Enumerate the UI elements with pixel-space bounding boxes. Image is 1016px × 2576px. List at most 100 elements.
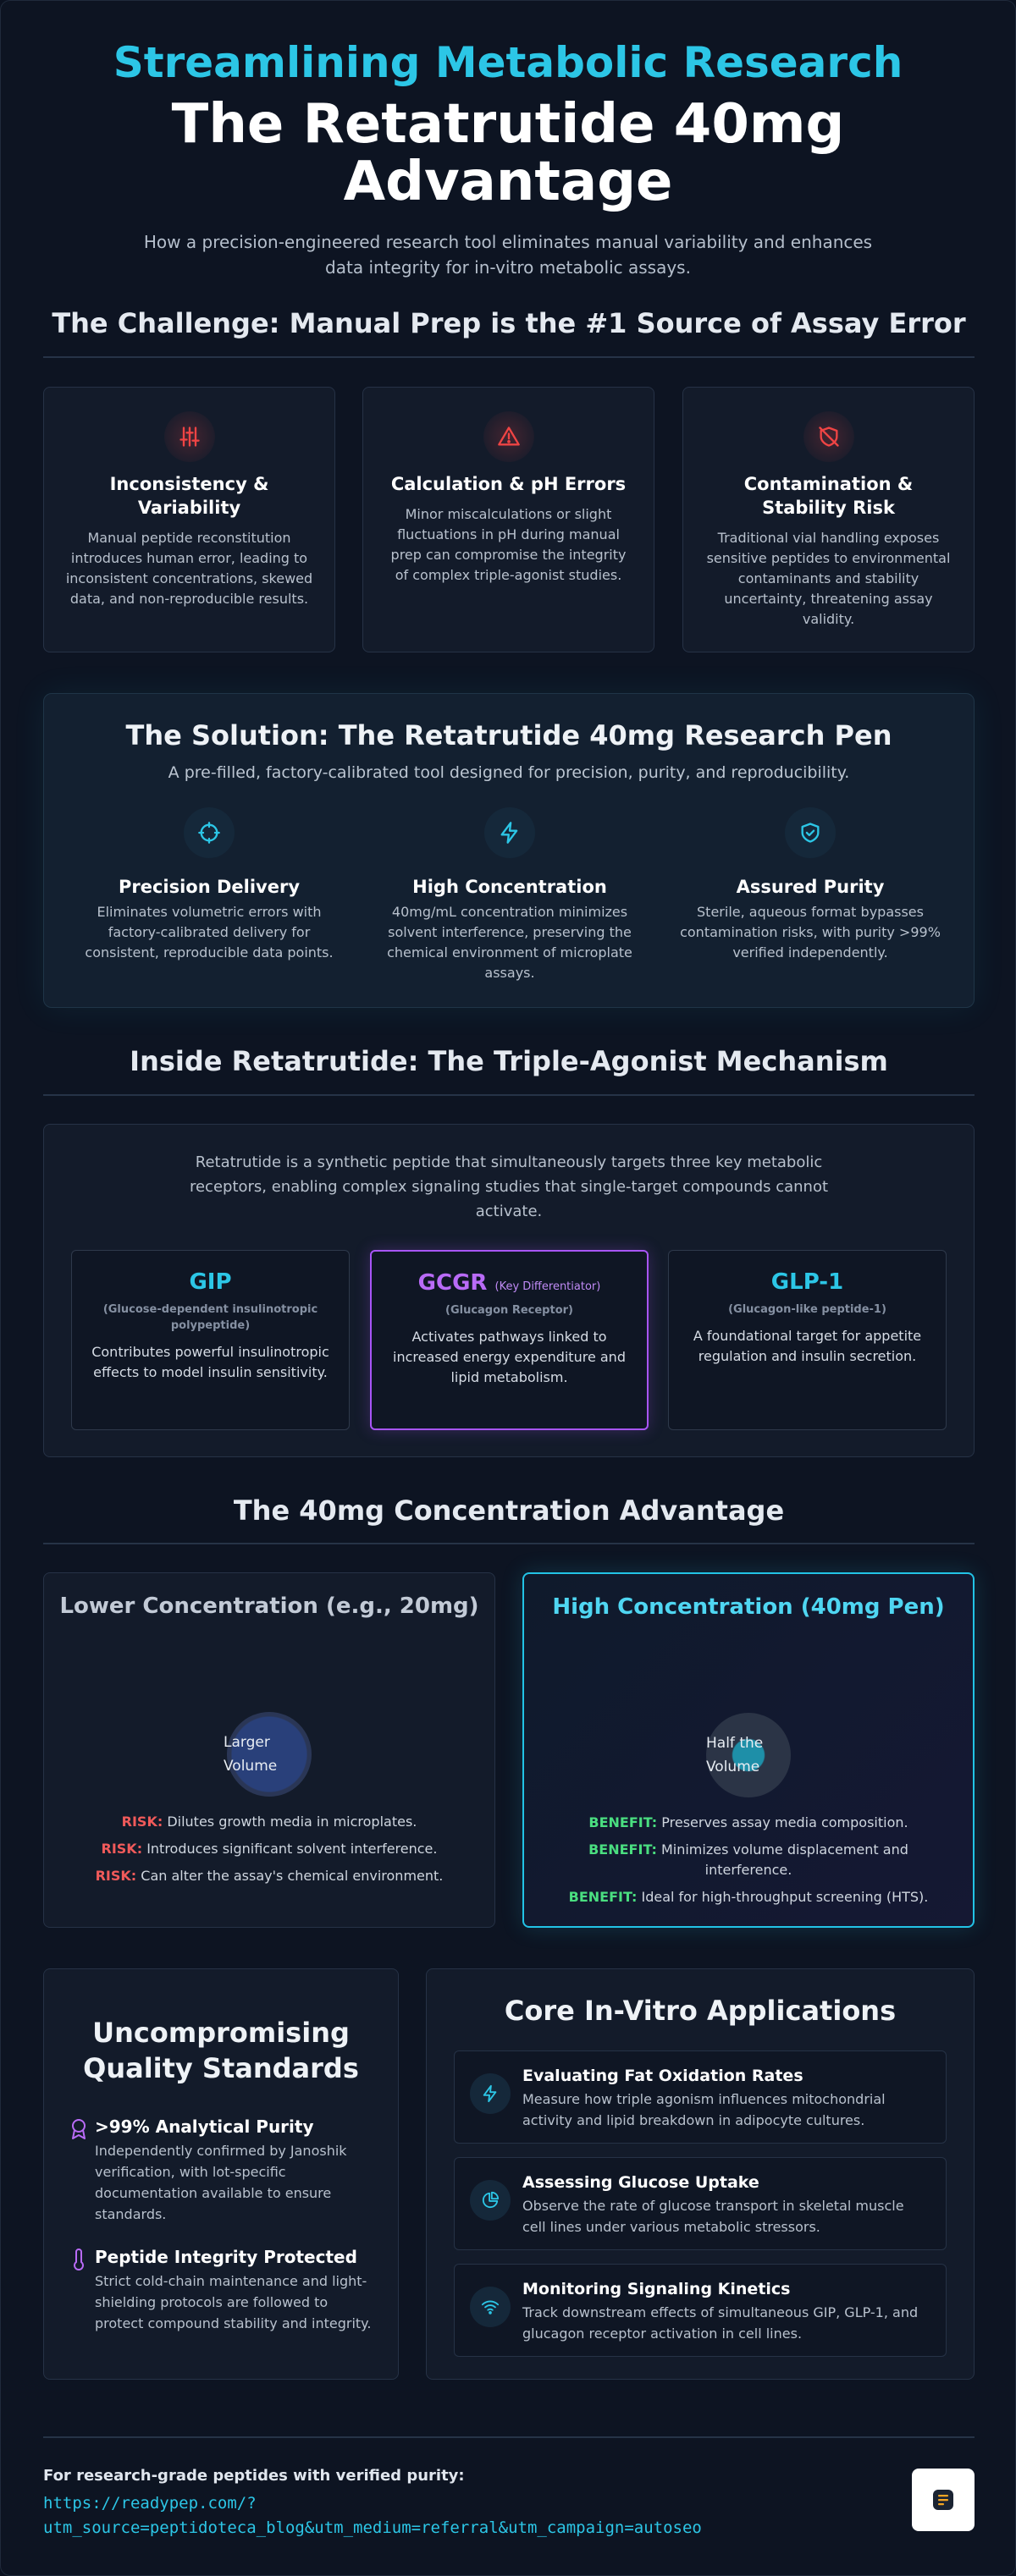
hero-subtitle: How a precision-engineered research tool… — [143, 232, 873, 278]
challenge-card-title: Calculation & pH Errors — [390, 474, 627, 494]
benefit-item: BENEFIT: Ideal for high-throughput scree… — [558, 1887, 939, 1907]
receptor-card-gcgr: GCGR (Key Differentiator) (Glucagon Rece… — [370, 1250, 649, 1430]
risk-text: Can alter the assay's chemical environme… — [141, 1868, 444, 1884]
benefit-item: BENEFIT: Minimizes volume displacement a… — [558, 1840, 939, 1880]
benefit-text: Minimizes volume displacement and interf… — [660, 1841, 908, 1878]
quality-item-text: Peptide Integrity Protected Strict cold-… — [95, 2247, 373, 2334]
application-title: Assessing Glucose Uptake — [522, 2173, 759, 2192]
receptor-card-glp1: GLP-1 (Glucagon-like peptide-1) A founda… — [668, 1250, 947, 1430]
solution-subtitle: A pre-filled, factory-calibrated tool de… — [168, 763, 850, 782]
solution-feature-precision: Precision Delivery Eliminates volumetric… — [69, 807, 349, 963]
receptor-subtitle: (Glucagon Receptor) — [445, 1304, 573, 1317]
half-volume-bubble: Half the Volume — [706, 1713, 791, 1797]
risk-text: Introduces significant solvent interfere… — [146, 1841, 438, 1857]
hero: Streamlining Metabolic Research The Reta… — [1, 1, 1015, 280]
mechanism-heading: Inside Retatrutide: The Triple-Agonist M… — [130, 1045, 888, 1077]
receptor-name-text: GIP — [189, 1269, 232, 1295]
challenge-card-title: Contamination & Stability Risk — [743, 474, 914, 518]
lightning-icon — [470, 2073, 511, 2114]
applications-panel: Core In-Vitro Applications Evaluating Fa… — [426, 1968, 975, 2380]
application-title: Evaluating Fat Oxidation Rates — [522, 2067, 803, 2085]
receptor-subtitle: (Glucose-dependent insulinotropic polype… — [102, 1303, 318, 1332]
benefit-text: Preserves assay media composition. — [661, 1814, 908, 1830]
thermometer-icon — [69, 2247, 95, 2334]
pie-chart-icon — [470, 2180, 511, 2221]
receptor-card-gip: GIP (Glucose-dependent insulinotropic po… — [71, 1250, 350, 1430]
quality-item-body: Independently confirmed by Janoshik veri… — [95, 2143, 347, 2222]
benefit-tag: BENEFIT: — [588, 1841, 657, 1858]
document-logo-icon[interactable] — [912, 2469, 975, 2531]
hero-title: The Retatrutide 40mg Advantage — [171, 93, 845, 213]
solution-feature-body: 40mg/mL concentration minimizes solvent … — [387, 904, 632, 981]
high-concentration-card: High Concentration (40mg Pen) Half the V… — [522, 1572, 975, 1928]
high-concentration-title: High Concentration (40mg Pen) — [552, 1594, 945, 1620]
sliders-icon — [163, 411, 215, 462]
application-item-signaling-kinetics: Monitoring Signaling Kinetics Track down… — [454, 2264, 947, 2357]
bubble-label: Larger Volume — [224, 1734, 278, 1775]
benefit-text: Ideal for high-throughput screening (HTS… — [641, 1889, 929, 1905]
challenge-heading: The Challenge: Manual Prep is the #1 Sou… — [52, 307, 966, 339]
quality-item-integrity: Peptide Integrity Protected Strict cold-… — [69, 2247, 373, 2334]
warning-triangle-icon — [483, 411, 534, 462]
risk-list: RISK: Dilutes growth media in microplate… — [44, 1812, 494, 1886]
solution-feature-body: Eliminates volumetric errors with factor… — [85, 904, 334, 960]
solution-feature-concentration: High Concentration 40mg/mL concentration… — [370, 807, 649, 983]
quality-item-purity: >99% Analytical Purity Independently con… — [69, 2116, 373, 2225]
solution-feature-title: Precision Delivery — [118, 877, 301, 897]
application-item-glucose-uptake: Assessing Glucose Uptake Observe the rat… — [454, 2157, 947, 2250]
receptor-body: Contributes powerful insulinotropic effe… — [91, 1344, 329, 1380]
footer-label: For research-grade peptides with verifie… — [43, 2467, 465, 2485]
footer: For research-grade peptides with verifie… — [43, 2436, 975, 2540]
risk-tag: RISK: — [101, 1841, 143, 1857]
challenge-card-calculation: Calculation & pH Errors Minor miscalcula… — [362, 387, 654, 652]
concentration-divider — [43, 1543, 975, 1544]
challenge-card-body: Traditional vial handling exposes sensit… — [706, 530, 951, 627]
challenge-divider — [43, 356, 975, 358]
applications-title: Core In-Vitro Applications — [504, 1995, 897, 2027]
benefit-tag: BENEFIT: — [568, 1889, 638, 1905]
bubble-label: Half the Volume — [706, 1735, 764, 1775]
key-differentiator-badge: (Key Differentiator) — [494, 1280, 601, 1293]
lightning-icon — [484, 807, 535, 858]
risk-item: RISK: Can alter the assay's chemical env… — [44, 1866, 494, 1886]
challenge-card-title: Inconsistency & Variability — [109, 474, 269, 518]
application-item-fat-oxidation: Evaluating Fat Oxidation Rates Measure h… — [454, 2050, 947, 2144]
receptor-body: Activates pathways linked to increased e… — [393, 1329, 626, 1385]
footer-link[interactable]: https://readypep.com/?utm_source=peptido… — [43, 2494, 702, 2537]
low-concentration-title: Lower Concentration (e.g., 20mg) — [59, 1593, 479, 1619]
award-ribbon-icon — [69, 2116, 95, 2225]
receptor-name: GLP-1 — [686, 1269, 929, 1295]
application-body: Track downstream effects of simultaneous… — [522, 2304, 919, 2342]
quality-title: Uncompromising Quality Standards — [83, 2017, 359, 2084]
shield-off-icon — [803, 411, 854, 462]
risk-tag: RISK: — [121, 1814, 163, 1830]
risk-tag: RISK: — [95, 1868, 137, 1884]
application-body: Observe the rate of glucose transport in… — [522, 2198, 904, 2235]
receptor-name: GCGR (Key Differentiator) — [389, 1270, 630, 1296]
challenge-card-contamination: Contamination & Stability Risk Tradition… — [682, 387, 975, 652]
mechanism-panel: Retatrutide is a synthetic peptide that … — [43, 1124, 975, 1457]
shield-check-icon — [785, 807, 836, 858]
risk-item: RISK: Introduces significant solvent int… — [44, 1839, 494, 1859]
solution-title: The Solution: The Retatrutide 40mg Resea… — [125, 719, 892, 751]
quality-item-title: >99% Analytical Purity — [95, 2116, 314, 2137]
mechanism-intro: Retatrutide is a synthetic peptide that … — [189, 1153, 829, 1220]
solution-feature-title: High Concentration — [412, 877, 607, 897]
crosshair-icon — [184, 807, 235, 858]
low-concentration-card: Lower Concentration (e.g., 20mg) Larger … — [43, 1572, 495, 1928]
challenge-card-body: Minor miscalculations or slight fluctuat… — [390, 506, 627, 583]
receptor-name: GIP — [89, 1269, 332, 1295]
solution-feature-purity: Assured Purity Sterile, aqueous format b… — [671, 807, 950, 963]
wifi-signal-icon — [470, 2287, 511, 2327]
solution-feature-body: Sterile, aqueous format bypasses contami… — [680, 904, 941, 960]
challenge-card-body: Manual peptide reconstitution introduces… — [65, 530, 313, 607]
risk-item: RISK: Dilutes growth media in microplate… — [44, 1812, 494, 1832]
hero-kicker: Streamlining Metabolic Research — [113, 38, 903, 87]
benefit-list: BENEFIT: Preserves assay media compositi… — [524, 1813, 973, 1907]
solution-feature-title: Assured Purity — [736, 877, 885, 897]
receptor-name-text: GLP-1 — [770, 1269, 844, 1295]
risk-text: Dilutes growth media in microplates. — [167, 1814, 417, 1830]
mechanism-divider — [43, 1094, 975, 1096]
quality-item-body: Strict cold-chain maintenance and light-… — [95, 2273, 372, 2331]
